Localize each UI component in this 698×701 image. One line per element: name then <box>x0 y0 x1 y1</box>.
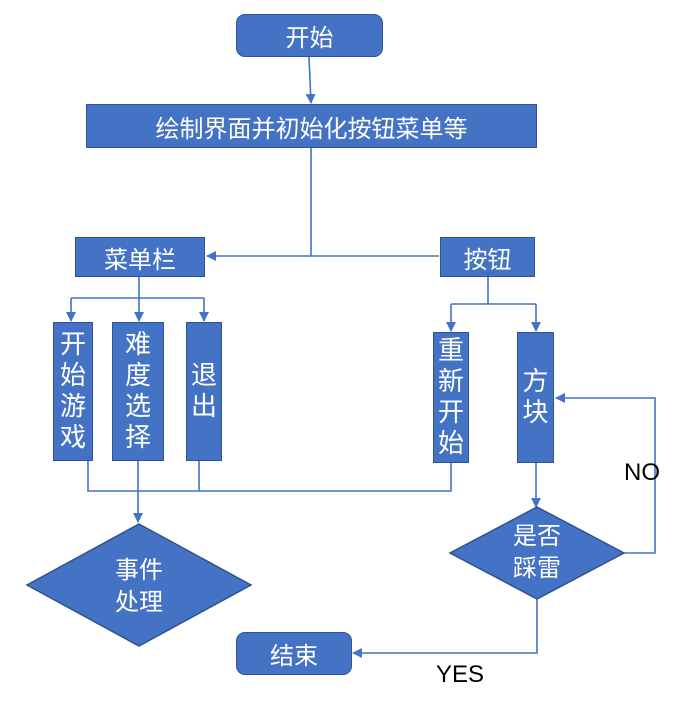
menu-bar-node: 菜单栏 <box>75 237 205 277</box>
exit-node-label: 退出 <box>191 360 218 422</box>
start-node: 开始 <box>236 14 383 57</box>
start-game-node-label: 开始游戏 <box>59 329 86 453</box>
exit-node: 退出 <box>186 322 222 461</box>
menu-bar-node-label: 菜单栏 <box>104 245 176 274</box>
is-mine-line-2: 踩雷 <box>513 554 561 582</box>
button-node: 按钮 <box>440 237 535 277</box>
start-node-label: 开始 <box>285 24 334 52</box>
connector-start-to-init <box>305 56 316 104</box>
yes-label: YES <box>436 661 485 688</box>
end-node: 结束 <box>236 632 352 675</box>
block-node-label: 方块 <box>522 366 549 428</box>
event-line-2: 处理 <box>115 588 163 616</box>
difficulty-node: 难度选择 <box>112 322 164 461</box>
block-node: 方块 <box>517 332 554 463</box>
connector-yes-to-end <box>352 599 538 658</box>
connector-no-loop <box>555 393 656 554</box>
restart-node-label: 重新开始 <box>438 335 465 459</box>
is-mine-line-1: 是否 <box>513 522 561 550</box>
init-node-label: 绘制界面并初始化按钮菜单等 <box>155 114 468 143</box>
event-handling-node: 事件 处理 <box>25 523 253 647</box>
event-line-1: 事件 <box>115 556 163 584</box>
init-node: 绘制界面并初始化按钮菜单等 <box>86 104 537 148</box>
difficulty-node-label: 难度选择 <box>124 329 151 453</box>
start-game-node: 开始游戏 <box>53 322 93 461</box>
end-node-label: 结束 <box>270 642 318 670</box>
is-mine-decision: 是否 踩雷 <box>448 506 626 600</box>
restart-node: 重新开始 <box>433 332 469 463</box>
button-node-label: 按钮 <box>463 245 512 274</box>
connector-collector <box>87 461 452 492</box>
no-label: NO <box>624 459 660 486</box>
